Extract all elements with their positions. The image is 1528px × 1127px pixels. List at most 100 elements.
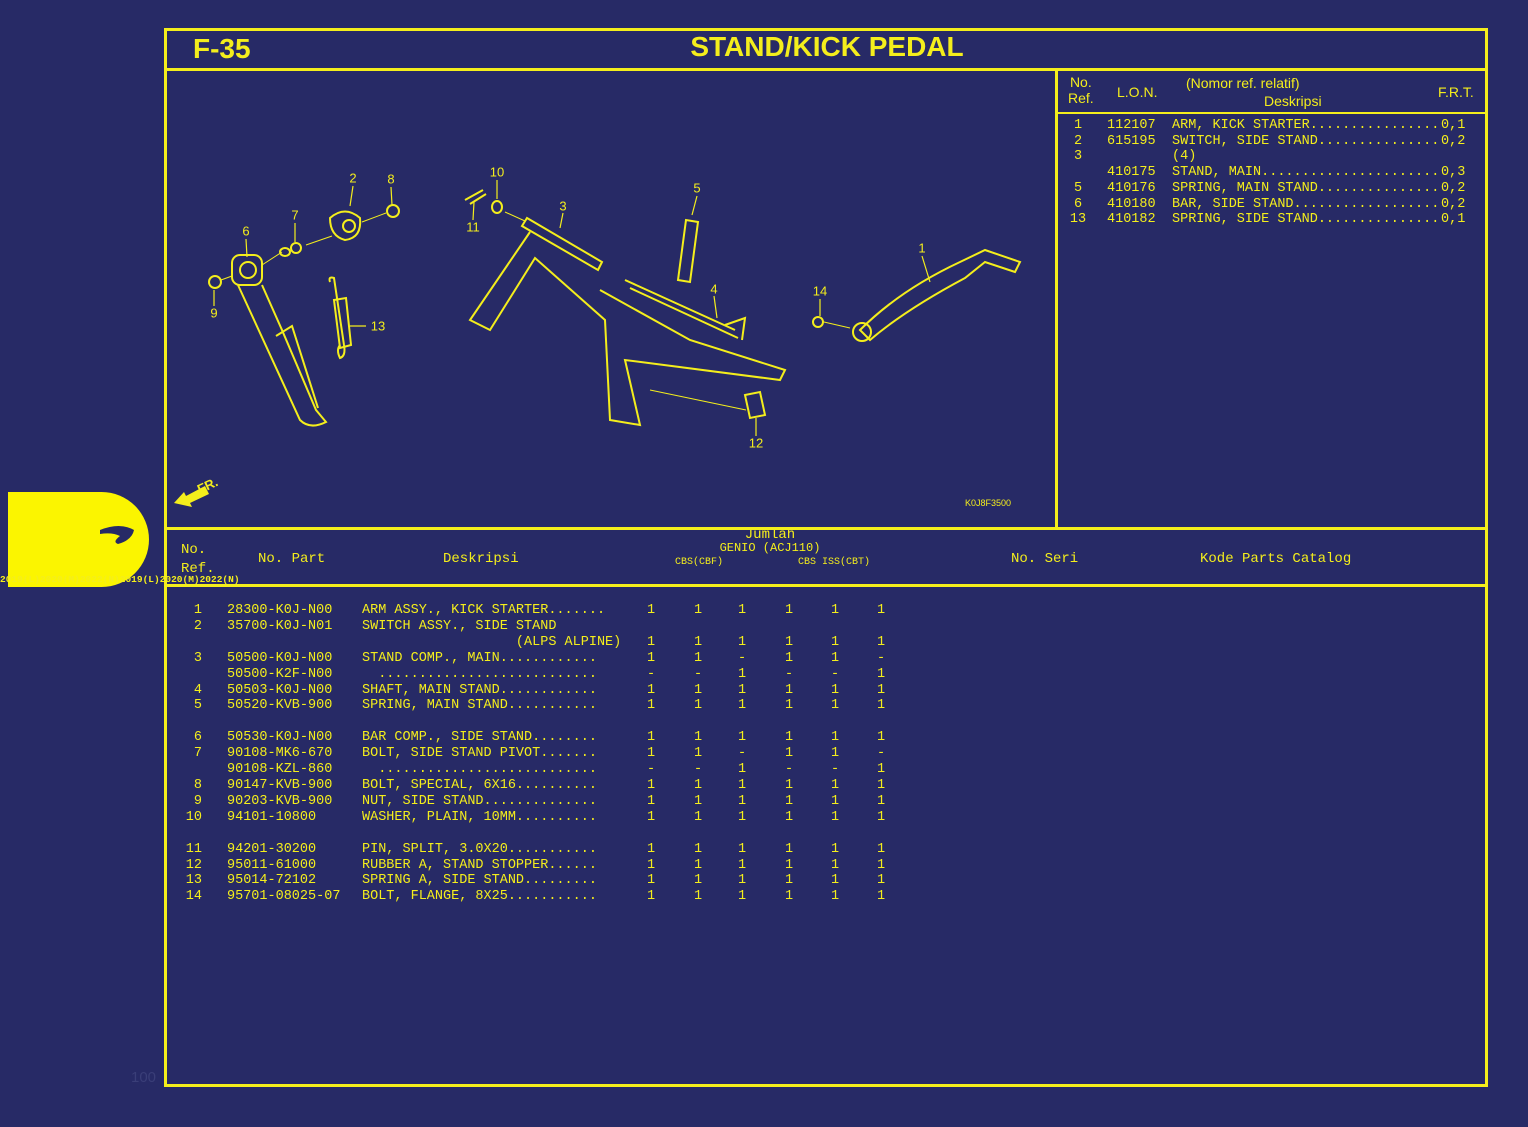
part-qty: 1 — [784, 682, 794, 698]
callout-4: 4 — [710, 281, 718, 297]
part-ref: 5 — [193, 698, 202, 713]
part-qty: 1 — [876, 794, 886, 809]
part-qty: 1 — [693, 810, 703, 825]
part-qty: 1 — [784, 603, 794, 618]
part-qty: 1 — [646, 810, 656, 825]
frt-value: 0,2 — [1441, 133, 1466, 149]
part-number: 94101-10800 — [227, 810, 317, 825]
part-qty: 1 — [784, 778, 794, 793]
drawing-code: K0J8F3500 — [965, 498, 1012, 508]
part-qty: 1 — [693, 746, 703, 761]
part-qty: 1 — [876, 842, 886, 857]
side-stand-drawing — [208, 204, 400, 427]
part-qty: 1 — [784, 810, 794, 825]
main-stand-drawing — [464, 189, 787, 427]
year-header-0: 2019(L) — [0, 574, 40, 585]
part-qty: - — [876, 746, 886, 761]
part-desc: SPRING A, SIDE STAND......... — [362, 873, 597, 888]
part-qty: 1 — [830, 746, 840, 761]
parts-header-model: GENIO (ACJ110) — [719, 541, 821, 555]
parts-diagram — [174, 180, 1022, 507]
part-qty: 1 — [646, 873, 656, 888]
frt-value: 0,1 — [1441, 118, 1466, 133]
part-desc: ARM ASSY., KICK STARTER....... — [362, 603, 606, 618]
part-qty: 1 — [876, 857, 886, 873]
part-qty: - — [693, 667, 703, 682]
parts-header-ref: No.Ref. — [181, 542, 215, 577]
part-qty: 1 — [876, 730, 886, 745]
part-qty: 1 — [784, 873, 794, 888]
part-qty: 1 — [646, 746, 656, 761]
frt-header-frt: F.R.T. — [1438, 84, 1474, 100]
part-qty: 1 — [876, 682, 886, 698]
part-ref: 7 — [193, 746, 202, 761]
callout-9: 9 — [210, 305, 218, 321]
part-number: 90108-MK6-670 — [227, 746, 333, 761]
year-header-1: 2020(M) — [39, 574, 80, 585]
frt-ref: 13 — [1069, 212, 1087, 228]
part-qty: 1 — [830, 603, 840, 618]
part-ref: 11 — [185, 842, 202, 857]
part-qty: 1 — [646, 794, 656, 809]
part-qty: 1 — [784, 635, 794, 650]
part-qty: 1 — [784, 794, 794, 809]
part-number: 50520-KVB-900 — [227, 698, 333, 713]
part-qty: 1 — [876, 603, 886, 618]
part-qty: 1 — [693, 794, 703, 809]
part-ref: 12 — [185, 857, 202, 873]
part-desc: BOLT, FLANGE, 8X25........... — [362, 889, 597, 904]
part-number: 28300-K0J-N00 — [227, 603, 333, 618]
front-arrow-icon — [174, 486, 209, 507]
part-qty: 1 — [784, 730, 794, 745]
section-tab[interactable] — [8, 492, 149, 587]
part-qty: 1 — [693, 651, 703, 666]
part-qty: 1 — [693, 603, 703, 618]
frt-row: 3 (4) — [1058, 149, 1528, 165]
part-ref: 3 — [193, 651, 202, 666]
part-qty: 1 — [693, 635, 703, 650]
part-desc: ........................... — [362, 667, 597, 682]
parts-header-catalog: Kode Parts Catalog — [1200, 551, 1352, 567]
frt-header-desc-1: (Nomor ref. relatif) — [1186, 75, 1300, 91]
part-number: 50500-K0J-N00 — [227, 651, 333, 666]
frt-desc: (4) — [1172, 149, 1197, 165]
part-ref: 2 — [193, 619, 202, 634]
part-qty: 1 — [830, 810, 840, 825]
part-desc: BAR COMP., SIDE STAND........ — [362, 730, 597, 745]
part-qty: 1 — [693, 730, 703, 745]
part-number: 50530-K0J-N00 — [227, 730, 333, 745]
part-qty: 1 — [646, 651, 656, 666]
part-number: 35700-K0J-N01 — [227, 619, 333, 634]
frt-value: 0,2 — [1441, 196, 1466, 212]
part-qty: 1 — [830, 842, 840, 857]
part-qty: 1 — [737, 873, 747, 888]
part-qty: 1 — [737, 810, 747, 825]
year-header-2: 2022(N) — [79, 574, 120, 585]
part-qty: 1 — [784, 889, 794, 904]
part-qty: 1 — [876, 778, 886, 793]
callout-12: 12 — [748, 435, 764, 451]
part-qty: 1 — [830, 730, 840, 745]
part-qty: 1 — [646, 603, 656, 618]
year-header-5: 2022(N) — [199, 574, 240, 585]
parts-header-desc: Deskripsi — [443, 551, 519, 567]
part-qty: 1 — [876, 873, 886, 888]
part-qty: 1 — [646, 778, 656, 793]
part-desc: ........................... — [362, 762, 597, 777]
kick-pedal-drawing — [812, 248, 1022, 342]
divider — [1057, 112, 1485, 114]
callout-1: 1 — [918, 240, 926, 256]
frt-lon: 410176 — [1107, 180, 1156, 196]
part-qty: 1 — [737, 857, 747, 873]
page-title: STAND/KICK PEDAL — [690, 31, 964, 62]
year-header-4: 2020(M) — [159, 574, 200, 585]
frt-ref: 3 — [1073, 149, 1083, 165]
part-qty: 1 — [646, 889, 656, 904]
